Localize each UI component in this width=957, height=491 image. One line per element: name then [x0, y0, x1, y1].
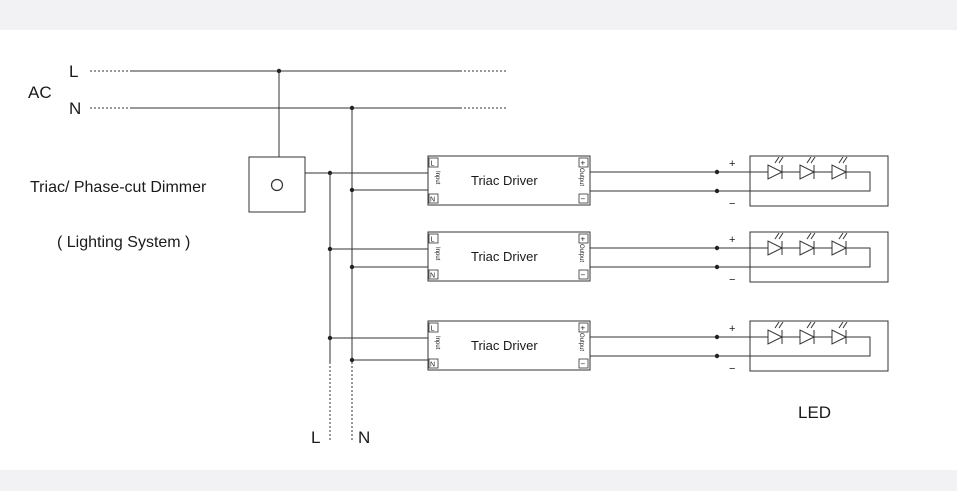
line-bottom-label: L	[311, 428, 320, 447]
terminal-n	[428, 269, 439, 280]
terminal-plus-label: +	[581, 235, 586, 244]
terminal-minus	[578, 358, 589, 369]
terminal-l-label: L	[431, 326, 435, 333]
led-diode-icon	[799, 321, 816, 345]
led-diode-icon	[831, 321, 848, 345]
driver-row: L N Input Triac Driver Output + − + −	[327, 231, 889, 286]
driver-input-label: Input	[434, 336, 440, 350]
junction-bus-n	[349, 357, 355, 363]
terminal-n-label: N	[430, 197, 435, 204]
terminal-l-label: L	[431, 161, 435, 168]
driver-box	[427, 320, 591, 371]
led-module	[749, 155, 889, 207]
led-minus-label: −	[729, 363, 735, 375]
driver-output-label: Output	[578, 168, 584, 186]
led-label: LED	[798, 403, 831, 422]
driver-box	[427, 155, 591, 206]
driver-row: L N Input Triac Driver Output + − + −	[327, 320, 889, 375]
driver-input-label: Input	[434, 247, 440, 261]
led-plus-label: +	[729, 234, 735, 246]
dimmer: Triac/ Phase-cut Dimmer ( Lighting Syste…	[30, 71, 333, 251]
line-top-label: L	[69, 62, 78, 81]
lighting-system-label: ( Lighting System )	[57, 234, 190, 251]
junction-out-plus	[714, 245, 720, 251]
terminal-n	[428, 193, 439, 204]
driver-groups: L N Input Triac Driver Output + − + −	[327, 155, 889, 375]
buses: L N	[311, 108, 370, 447]
terminal-minus-label: −	[581, 195, 586, 204]
driver-name: Triac Driver	[471, 173, 538, 188]
driver-output-label: Output	[578, 244, 584, 262]
terminal-plus	[578, 322, 589, 333]
junction-out-minus	[714, 264, 720, 270]
terminal-plus	[578, 233, 589, 244]
terminal-plus-label: +	[581, 324, 586, 333]
terminal-plus	[578, 157, 589, 168]
led-module	[749, 231, 889, 283]
led-minus-label: −	[729, 274, 735, 286]
dimmer-knob-icon	[270, 178, 284, 192]
terminal-l-label: L	[431, 237, 435, 244]
led-diode-icon	[767, 321, 784, 345]
junction-bus-l	[327, 335, 333, 341]
neutral-top-label: N	[69, 99, 81, 118]
led-diode-icon	[799, 156, 816, 180]
junction-out-minus	[714, 188, 720, 194]
terminal-minus	[578, 269, 589, 280]
dimmer-label: Triac/ Phase-cut Dimmer	[30, 179, 207, 196]
driver-row: L N Input Triac Driver Output + − + −	[330, 155, 889, 210]
led-plus-label: +	[729, 323, 735, 335]
led-diode-icon	[831, 232, 848, 256]
terminal-n-label: N	[430, 273, 435, 280]
terminal-minus-label: −	[581, 271, 586, 280]
terminal-plus-label: +	[581, 159, 586, 168]
led-diode-icon	[767, 156, 784, 180]
led-plus-label: +	[729, 158, 735, 170]
junction-bus-l	[327, 246, 333, 252]
led-diode-icon	[799, 232, 816, 256]
terminal-l	[428, 157, 439, 168]
led-minus-label: −	[729, 198, 735, 210]
led-diode-icon	[831, 156, 848, 180]
terminal-n	[428, 358, 439, 369]
junction-out-plus	[714, 334, 720, 340]
driver-output-label: Output	[578, 333, 584, 351]
junction-bus-n	[349, 264, 355, 270]
driver-name: Triac Driver	[471, 338, 538, 353]
terminal-l	[428, 322, 439, 333]
terminal-l	[428, 233, 439, 244]
led-module	[749, 320, 889, 372]
junction-out-plus	[714, 169, 720, 175]
junction-bus-n	[349, 187, 355, 193]
ac-label: AC	[28, 83, 52, 102]
neutral-bottom-label: N	[358, 428, 370, 447]
terminal-minus-label: −	[581, 360, 586, 369]
driver-input-label: Input	[434, 171, 440, 185]
driver-name: Triac Driver	[471, 249, 538, 264]
led-diode-icon	[767, 232, 784, 256]
terminal-minus	[578, 193, 589, 204]
driver-box	[427, 231, 591, 282]
junction-out-minus	[714, 353, 720, 359]
terminal-n-label: N	[430, 362, 435, 369]
